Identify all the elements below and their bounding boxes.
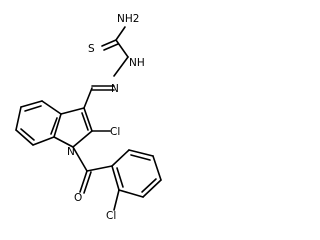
bond-c-nh bbox=[115, 39, 129, 58]
bond-c2-n1 bbox=[72, 130, 93, 148]
atom-n-indole-label: N bbox=[67, 146, 75, 158]
bond-n1-c7a bbox=[53, 136, 74, 148]
bond-c7-c7a bbox=[32, 136, 55, 146]
bond-co-o-2 bbox=[83, 171, 92, 194]
bond-ph4-ph5 bbox=[142, 179, 162, 198]
bond-c5-c6 bbox=[15, 106, 22, 131]
bond-co-o-1 bbox=[79, 170, 88, 193]
atom-n-imine-label: N bbox=[111, 83, 119, 95]
bond-ph2-ph3 bbox=[128, 149, 154, 157]
bond-nh-n bbox=[113, 56, 129, 77]
bond-ch-c3 bbox=[83, 87, 93, 109]
structure-diagram: NH2 S NH N Cl N O Cl bbox=[15, 13, 162, 222]
atom-o-label: O bbox=[74, 192, 82, 204]
bond-co-phenyl bbox=[86, 165, 113, 172]
atom-cl-phenyl-label: Cl bbox=[106, 210, 116, 222]
bond-ph6-ph1-inner bbox=[116, 167, 124, 188]
bond-c-nh2 bbox=[115, 26, 126, 41]
bond-c3-c2-inner bbox=[81, 112, 89, 131]
atom-s-label: S bbox=[88, 43, 95, 55]
bond-c-s-2 bbox=[103, 43, 119, 51]
bond-ph2-ph3-inner bbox=[130, 154, 151, 161]
bond-ph6-cl bbox=[113, 189, 120, 211]
atom-nh-label: NH bbox=[129, 57, 145, 69]
atom-cl-indole-label: Cl bbox=[110, 126, 120, 138]
bond-ph6-ph1 bbox=[111, 165, 120, 191]
bond-c4-c5-inner bbox=[24, 105, 42, 112]
bond-c3a-c7a-inner bbox=[50, 117, 58, 135]
bond-c6-c7-inner bbox=[20, 128, 35, 141]
bond-c3a-c4 bbox=[41, 100, 62, 115]
bond-ph1-ph2 bbox=[111, 149, 130, 167]
bond-ph5-ph6 bbox=[118, 189, 144, 198]
atom-nh2-label: NH2 bbox=[117, 13, 139, 25]
bond-c4-c5 bbox=[20, 100, 43, 108]
bond-n1-co bbox=[72, 146, 88, 172]
bond-c6-c7 bbox=[15, 129, 34, 146]
bond-c3-c3a bbox=[60, 107, 85, 115]
bond-ph3-ph4 bbox=[152, 155, 162, 181]
bond-c-s-1 bbox=[101, 39, 117, 47]
bond-c3a-c7a bbox=[53, 113, 62, 138]
bond-c3-c2 bbox=[83, 107, 93, 132]
bond-ph4-ph5-inner bbox=[141, 178, 157, 193]
